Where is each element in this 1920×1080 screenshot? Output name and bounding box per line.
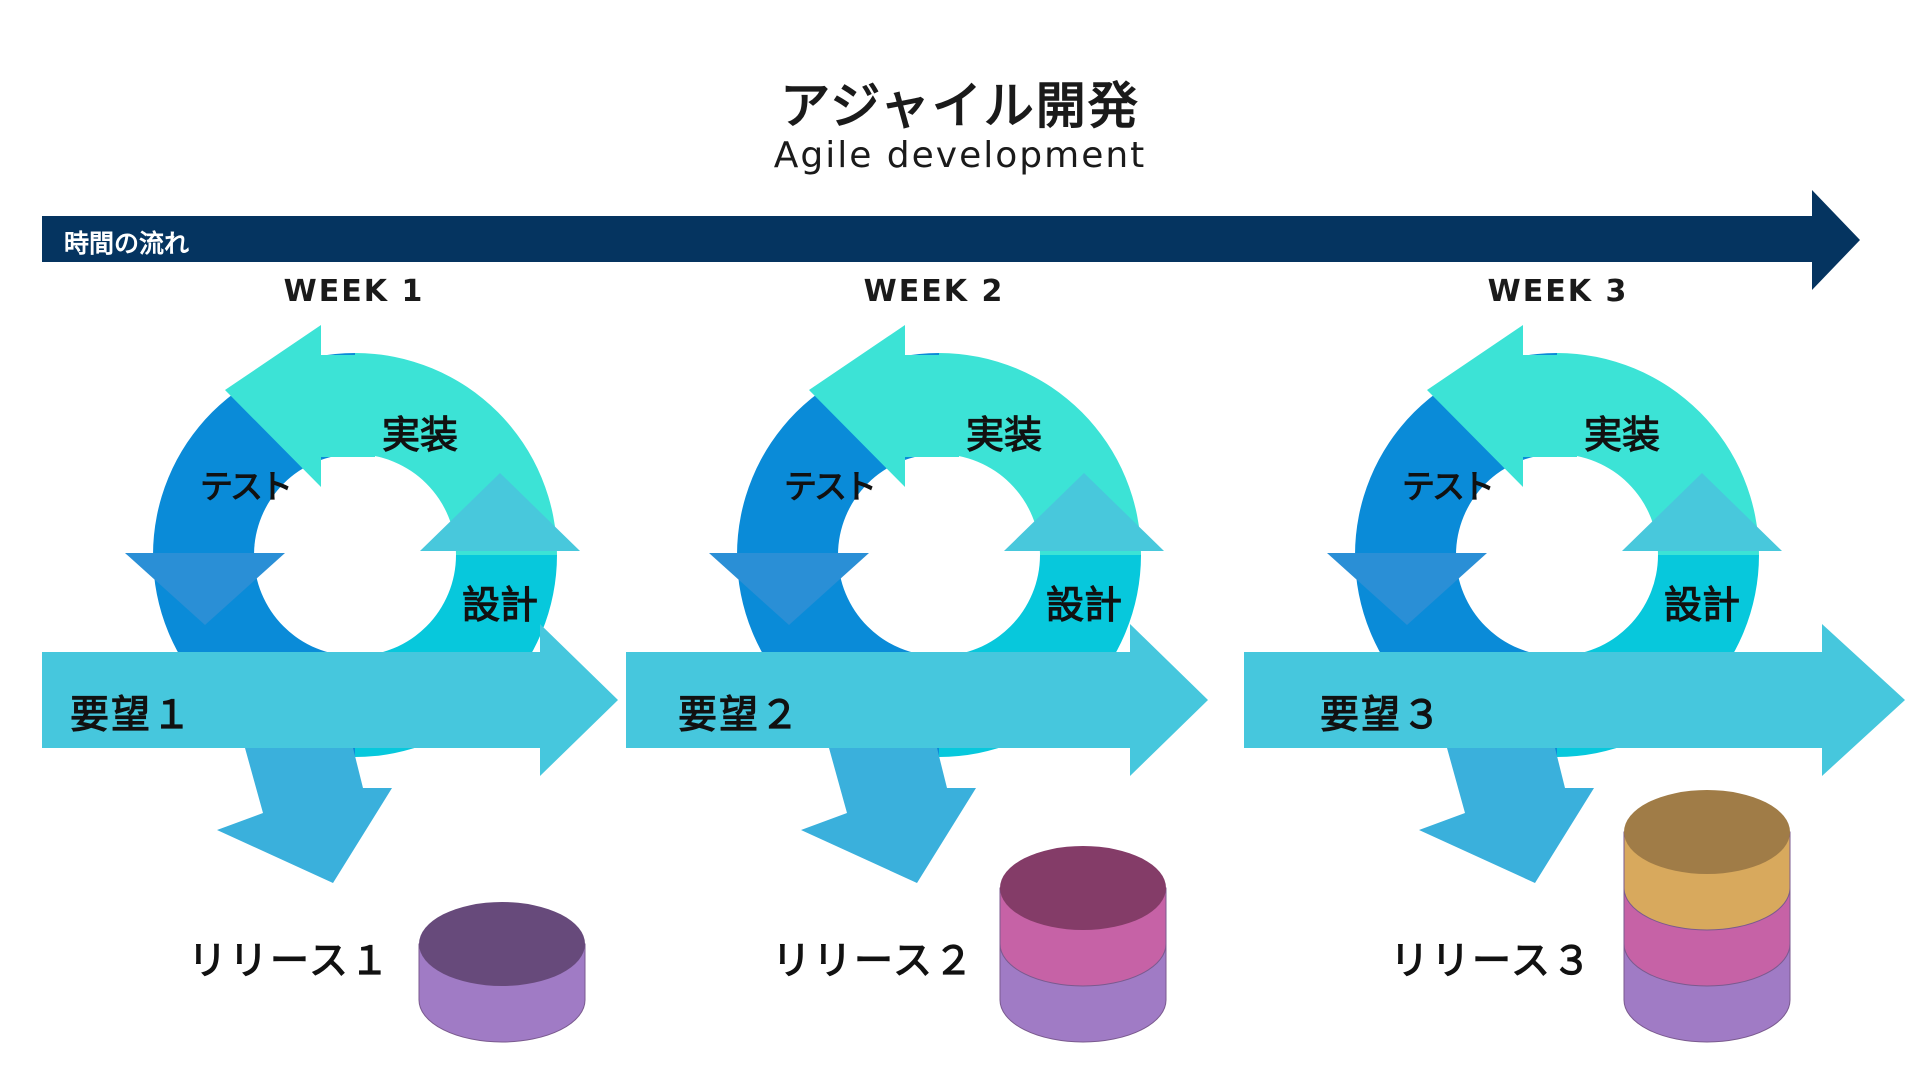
week-1-database [418, 902, 586, 1043]
week-2-test-label: テスト [784, 467, 877, 506]
week-2-test-arrow [709, 553, 869, 625]
week-1-implementation-arrow [225, 325, 375, 487]
week-3-database-top [1624, 790, 1790, 874]
week-1-test-label: テスト [200, 467, 293, 506]
week-2-design-arrow [1004, 473, 1164, 551]
week-3-design-arrow [1622, 473, 1782, 551]
week-3-release-label: リリース３ [1390, 939, 1594, 984]
timeline-arrow [42, 190, 1860, 290]
week-1-design-arrow [420, 473, 580, 551]
week-1-implementation-label: 実装 [382, 413, 459, 457]
week-3-release-arrow [1419, 748, 1594, 883]
week-2-requirement-arrow [626, 624, 1208, 776]
week-1-requirement-label: 要望１ [70, 693, 194, 738]
week-1-database-top [419, 902, 585, 986]
week-3-test-label: テスト [1402, 467, 1495, 506]
week-1-requirement-arrow [42, 624, 618, 776]
week-3-requirement-label: 要望３ [1320, 693, 1444, 738]
week-1-label: WEEK 1 [283, 274, 425, 309]
week-1-release-label: リリース１ [188, 939, 392, 984]
week-3-cycle [1244, 325, 1905, 1043]
week-3-requirement-arrow [1244, 624, 1905, 776]
week-1-cycle [42, 325, 618, 1043]
week-2-cycle [626, 325, 1208, 1043]
week-2-implementation-label: 実装 [966, 413, 1043, 457]
week-3-database [1623, 790, 1791, 1043]
week-2-implementation-arrow [809, 325, 959, 487]
week-3-implementation-label: 実装 [1584, 413, 1661, 457]
page-subtitle: Agile development [773, 135, 1147, 176]
week-3-implementation-arrow [1427, 325, 1577, 487]
week-3-design-label: 設計 [1664, 583, 1741, 627]
week-3-test-arrow [1327, 553, 1487, 625]
week-2-database-top [1000, 846, 1166, 930]
week-1-design-label: 設計 [462, 583, 539, 627]
week-1-release-arrow [217, 748, 392, 883]
week-2-design-label: 設計 [1046, 583, 1123, 627]
week-2-release-arrow [801, 748, 976, 883]
week-1-test-arrow [125, 553, 285, 625]
timeline-label: 時間の流れ [64, 229, 190, 258]
week-3-label: WEEK 3 [1487, 274, 1629, 309]
week-2-requirement-label: 要望２ [678, 693, 802, 738]
week-2-label: WEEK 2 [863, 274, 1005, 309]
week-2-release-label: リリース２ [772, 939, 976, 984]
page-title: アジャイル開発 [780, 77, 1140, 135]
week-2-database [999, 846, 1167, 1043]
